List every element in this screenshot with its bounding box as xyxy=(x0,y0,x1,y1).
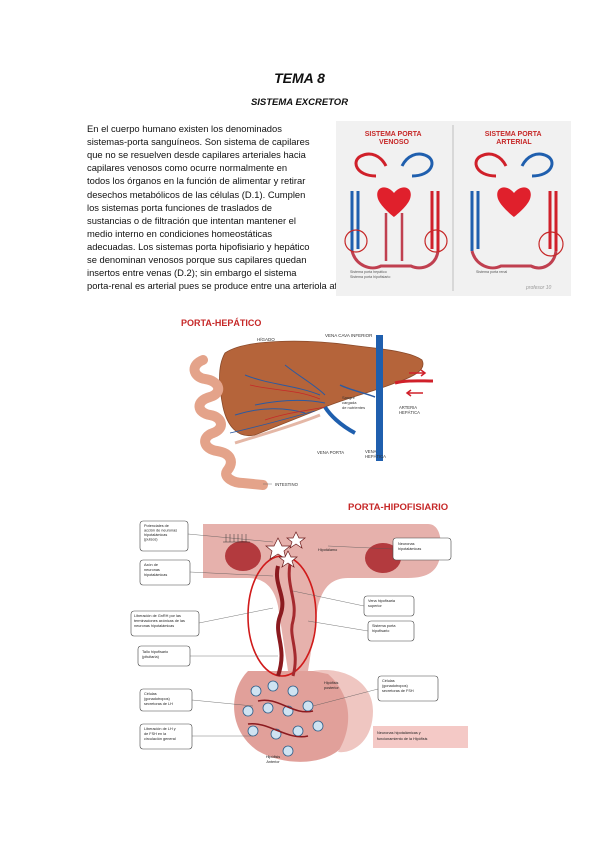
pulse-train xyxy=(223,534,250,543)
watermark: profesor 10 xyxy=(525,285,552,291)
figure-hepatic-portal: PORTA-HEPÁTICO HÍGADO VENA CAVA INFERIOR… xyxy=(181,318,434,490)
figure-portal-systems: SISTEMA PORTA VENOSO SISTEMA PORTA ARTER… xyxy=(336,121,571,296)
svg-text:Células(gonadotropos)secretora: Células(gonadotropos)secretoras de FSH xyxy=(382,679,414,693)
paragraph-line: sustancias o de filtración que intentan … xyxy=(87,214,296,226)
paragraph-line: que no se resuelven desde capilares arte… xyxy=(87,149,306,161)
hepatic-title: PORTA-HEPÁTICO xyxy=(181,318,261,328)
right-title-line-1: SISTEMA PORTA xyxy=(485,131,542,138)
right-title-line-2: ARTERIAL xyxy=(496,139,532,146)
paragraph-line: desechos metabólicos de las células (D.1… xyxy=(87,188,306,200)
svg-text:Liberación de LH yde FSH en la: Liberación de LH yde FSH en lacirculació… xyxy=(144,727,176,741)
liver-shape xyxy=(219,340,424,437)
paragraph-line: todos los órganos en la función de alime… xyxy=(87,175,306,187)
intestine-shape xyxy=(189,355,268,490)
right-circulation-schematic xyxy=(470,152,564,270)
paragraph-line: sistemas-porta sanguíneos. Son sistema d… xyxy=(87,136,310,148)
label-intestino: INTESTINO xyxy=(275,482,299,487)
paragraph-line: adecuadas. Los sistemas porta hipofisiar… xyxy=(87,240,310,252)
hypothalamic-neurons xyxy=(265,531,306,568)
right-panel-title: SISTEMA PORTA ARTERIAL xyxy=(485,131,543,146)
pituitary-posterior xyxy=(313,670,373,753)
left-panel-title: SISTEMA PORTA VENOSO xyxy=(365,131,423,146)
left-caption-2: Sistema porta hipofisiario xyxy=(350,275,390,279)
vena-cava-inferior xyxy=(376,335,383,461)
paragraph-line: medio interno en condiciones homeostátic… xyxy=(87,227,273,239)
figure-hypophyseal-portal: PORTA-HIPOFISIARIO xyxy=(130,502,468,764)
callout-boxes xyxy=(130,520,452,750)
left-caption-1: Sistema porta hepático xyxy=(350,270,387,274)
right-caption: Sistema porta renal xyxy=(476,270,507,274)
left-circulation-schematic xyxy=(344,152,448,270)
page-subtitle: SISTEMA EXCRETOR xyxy=(250,97,349,108)
left-heart-icon xyxy=(377,187,411,217)
left-ventricle-shape xyxy=(225,541,261,571)
paragraph-line: insertos entre venas (D.2); sin embargo … xyxy=(87,267,297,279)
svg-text:Tallo hipofisario(pituitaria): Tallo hipofisario(pituitaria) xyxy=(142,650,168,659)
page-title: TEMA 8 xyxy=(274,70,325,86)
left-title-line-2: VENOSO xyxy=(379,139,410,146)
caption-box xyxy=(373,726,468,748)
portal-vein xyxy=(323,405,356,435)
left-title-line-1: SISTEMA PORTA xyxy=(365,131,422,138)
svg-text:Hipotálamo: Hipotálamo xyxy=(318,548,337,552)
right-heart-icon xyxy=(497,187,531,217)
paragraph-line: capilares venosos como ocurre normalment… xyxy=(87,162,288,174)
left-capillary-circle xyxy=(344,229,368,253)
hypophyseal-title: PORTA-HIPOFISIARIO xyxy=(348,502,448,513)
label-vena-cava: VENA CAVA INFERIOR xyxy=(325,333,373,338)
svg-text:Células(gonadotropos)secretora: Células(gonadotropos)secretoras de LH xyxy=(144,692,173,706)
pituitary-anterior xyxy=(234,671,354,762)
hepatic-artery xyxy=(394,379,434,385)
paragraph-line: porta-renal es arterial pues se produce … xyxy=(87,280,453,292)
paragraph-line: los sistemas porta funciones de traslado… xyxy=(87,201,272,213)
paragraph-line: se denominan venosos porque sus capilare… xyxy=(87,254,307,265)
right-ventricle-shape xyxy=(365,543,401,573)
right-capillary-circle xyxy=(538,231,564,257)
label-vena-porta: VENA PORTA xyxy=(317,450,344,455)
paragraph-line: En el cuerpo humano existen los denomina… xyxy=(87,123,282,134)
callout-lines xyxy=(187,533,394,737)
portal-vessel xyxy=(274,565,285,677)
liver-veins xyxy=(234,364,326,416)
gonadotrope-cells xyxy=(242,680,324,757)
label-higado: HÍGADO xyxy=(257,336,275,342)
